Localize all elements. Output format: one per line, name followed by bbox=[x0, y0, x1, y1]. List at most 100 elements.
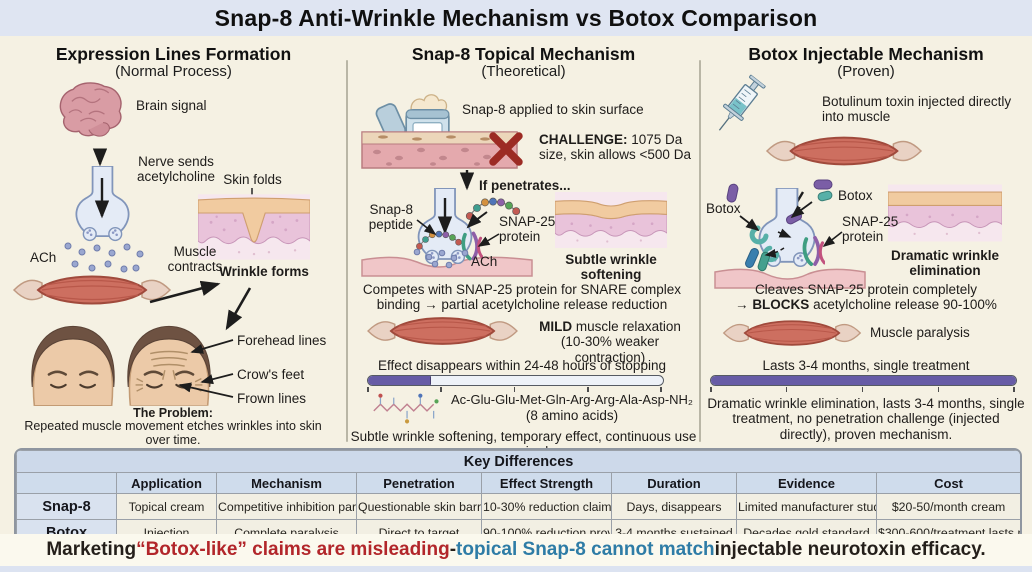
pointer-botox-right bbox=[790, 201, 813, 219]
arrow-frown-lines bbox=[178, 382, 234, 398]
column-header-duration: Duration bbox=[611, 472, 737, 494]
target-muscle-icon bbox=[765, 136, 923, 166]
normal-process-illustration bbox=[13, 82, 310, 406]
pointer-snap25 bbox=[477, 233, 500, 247]
botox-left-label: Botox bbox=[706, 201, 741, 216]
pointer-snap25 bbox=[822, 231, 843, 247]
dramatic-elimination-label: Dramatic wrinkle elimination bbox=[890, 248, 1000, 279]
relaxed-muscle-icon bbox=[367, 317, 518, 345]
nerve-label: Nerve sends acetylcholine bbox=[136, 154, 216, 185]
arrow-wrinkle-to-faces bbox=[225, 287, 252, 331]
botox-duration-text: Lasts 3-4 months, single treatment bbox=[762, 358, 970, 373]
snap8-bar-ticks bbox=[367, 387, 662, 392]
table-cell: 10-30% reduction claimed bbox=[481, 493, 612, 520]
paralyzed-muscle-icon bbox=[722, 320, 862, 346]
problem-text: Repeated muscle movement etches wrinkles… bbox=[24, 419, 322, 448]
table-row-snap8: Snap-8 Topical cream Competitive inhibit… bbox=[16, 493, 1020, 520]
snap25-label: SNAP-25 protein bbox=[842, 214, 899, 245]
if-penetrates-label: If penetrates... bbox=[479, 178, 571, 193]
table-cell: Competitive inhibition partial bbox=[216, 493, 357, 520]
column3-heading: Botox Injectable Mechanism bbox=[748, 44, 984, 64]
bottom-strip bbox=[0, 566, 1032, 572]
footer-part3: - bbox=[449, 539, 457, 560]
botox-illustration bbox=[709, 72, 1002, 346]
arrow-cleave-dashed bbox=[764, 247, 785, 258]
column2-heading: Snap-8 Topical Mechanism bbox=[411, 44, 636, 64]
applied-label: Snap-8 applied to skin surface bbox=[462, 102, 644, 117]
forehead-lines-label: Forehead lines bbox=[237, 333, 327, 348]
pointer-snap8-peptide bbox=[416, 219, 437, 235]
formula-label: Ac-Glu-Glu-Met-Gln-Arg-Arg-Ala-Asp-NH₂ (… bbox=[451, 392, 693, 423]
key-differences-table: Key Differences Application Mechanism Pe… bbox=[14, 448, 1022, 548]
footer-part4-claim: topical Snap-8 cannot match bbox=[456, 539, 715, 560]
column-header-evidence: Evidence bbox=[736, 472, 877, 494]
ach-label: ACh bbox=[471, 254, 498, 269]
table-cell: Limited manufacturer studies bbox=[736, 493, 877, 520]
problem-title: The Problem: bbox=[133, 406, 213, 420]
table-cell: Questionable skin barrier bbox=[356, 493, 482, 520]
pointer-botox-left bbox=[739, 215, 760, 232]
title-band: Snap-8 Anti-Wrinkle Mechanism vs Botox C… bbox=[0, 0, 1032, 36]
snap8-duration-bar-fill bbox=[368, 376, 431, 385]
skin-folds-label: Skin folds bbox=[223, 172, 282, 187]
table-cell: Topical cream bbox=[116, 493, 217, 520]
column1-heading: Expression Lines Formation bbox=[55, 44, 292, 64]
botox-duration-bar-fill bbox=[711, 376, 1016, 385]
frown-lines-label: Frown lines bbox=[237, 391, 307, 406]
page-title: Snap-8 Anti-Wrinkle Mechanism vs Botox C… bbox=[214, 4, 818, 31]
column-header-penetration: Penetration bbox=[356, 472, 482, 494]
challenge-label: CHALLENGE: 1075 Da size, skin allows <50… bbox=[539, 132, 691, 163]
snap8-peptide-label: Snap-8 peptide bbox=[368, 202, 413, 233]
subtle-softening-label: Subtle wrinkle softening bbox=[565, 252, 657, 283]
table-title: Key Differences bbox=[16, 450, 1020, 473]
arrow-crows-feet bbox=[200, 373, 234, 385]
brain-icon bbox=[59, 82, 122, 137]
muscle-icon bbox=[13, 275, 171, 305]
competes-text: Competes with SNAP-25 protein for SNARE … bbox=[362, 282, 682, 313]
mild-relaxation-label: MILD muscle relaxation (10-30% weaker co… bbox=[539, 319, 681, 365]
snap25-label: SNAP-25 protein bbox=[499, 214, 556, 245]
snap8-illustration bbox=[361, 93, 667, 425]
arrow-muscle-to-wrinkle bbox=[149, 280, 221, 304]
botox-duration-bar bbox=[710, 375, 1017, 386]
wrinkle-forms-label: Wrinkle forms bbox=[219, 264, 309, 279]
syringe-icon bbox=[709, 72, 769, 139]
footer-part2-warning: “Botox-like” claims are misleading bbox=[136, 539, 450, 560]
snap8-duration-bar bbox=[367, 375, 664, 386]
footer-message: Marketing “Botox-like” claims are mislea… bbox=[0, 534, 1032, 566]
footer-part1: Marketing bbox=[46, 539, 137, 560]
column-header-cost: Cost bbox=[875, 472, 1020, 494]
muscle-membrane bbox=[714, 268, 866, 289]
brain-signal-label: Brain signal bbox=[136, 98, 207, 113]
column-header-application: Application bbox=[116, 472, 217, 494]
arrow-peptide-enters bbox=[466, 211, 488, 229]
botox-right-label: Botox bbox=[838, 188, 873, 203]
column1-subheading: (Normal Process) bbox=[115, 63, 232, 80]
row-label-snap8: Snap-8 bbox=[16, 493, 117, 520]
ach-label: ACh bbox=[30, 250, 57, 265]
crows-feet-label: Crow's feet bbox=[237, 367, 305, 382]
column-snap8: Snap-8 Topical Mechanism (Theoretical) S… bbox=[347, 36, 700, 459]
column-header-blank bbox=[16, 472, 117, 494]
column-botox: Botox Injectable Mechanism (Proven) Botu… bbox=[700, 36, 1032, 448]
snap8-duration-text: Effect disappears within 24-48 hours of … bbox=[378, 358, 666, 373]
ach-dots bbox=[413, 248, 469, 269]
column-divider-1 bbox=[346, 60, 348, 442]
wrinkled-face-icon bbox=[128, 326, 210, 405]
table-cell: Days, disappears bbox=[611, 493, 737, 520]
inject-label: Botulinum toxin injected directly into m… bbox=[822, 94, 1012, 125]
column-header-mechanism: Mechanism bbox=[216, 472, 357, 494]
table-cell: $20-50/month cream bbox=[875, 493, 1020, 520]
muscle-contracts-label: Muscle contracts bbox=[167, 244, 223, 275]
skin-barrier-band bbox=[361, 131, 518, 169]
botox-summary: Dramatic wrinkle elimination, lasts 3-4 … bbox=[707, 396, 1025, 442]
column-normal-process: Expression Lines Formation (Normal Proce… bbox=[0, 36, 347, 448]
muscle-paralysis-label: Muscle paralysis bbox=[870, 325, 970, 340]
chemical-structure-sketch bbox=[373, 392, 440, 425]
column2-subheading: (Theoretical) bbox=[481, 63, 566, 80]
footer-part5: injectable neurotoxin efficacy. bbox=[714, 539, 986, 560]
botox-bar-ticks bbox=[710, 387, 1015, 392]
smooth-face-icon bbox=[30, 325, 116, 406]
cleaves-text: Cleaves SNAP-25 protein completely → BLO… bbox=[735, 282, 997, 313]
